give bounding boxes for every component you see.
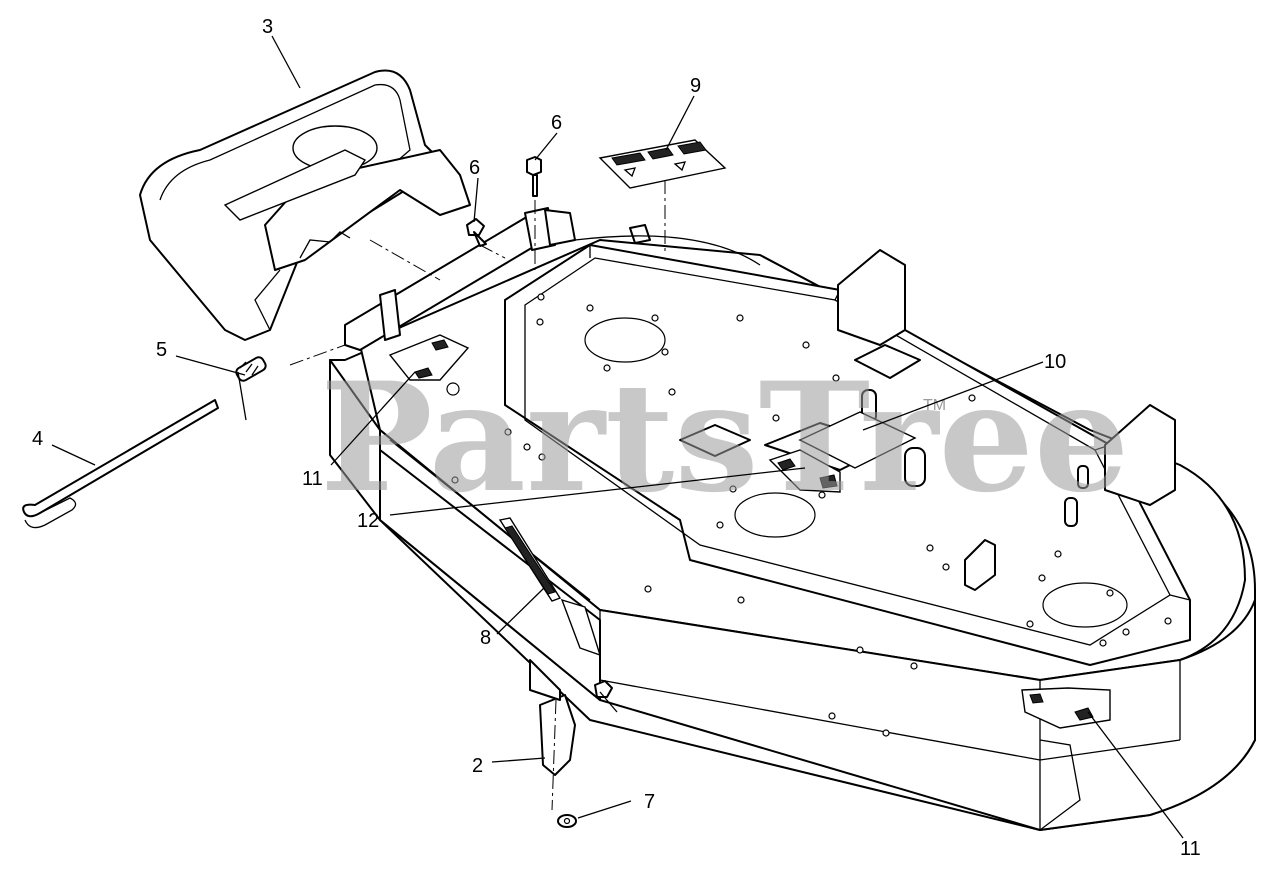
callout-9: 9	[690, 75, 701, 97]
grease-fitting-post	[904, 447, 926, 487]
deck-holes	[451, 293, 1172, 737]
callout-8: 8	[480, 627, 491, 649]
part-7-nut	[594, 680, 613, 698]
baffle-and-hardware	[529, 659, 613, 828]
watermark: PartsTree TM	[320, 350, 1129, 526]
brand-logo-badge	[223, 149, 367, 221]
mounting-plate	[854, 344, 921, 379]
watermark-text: PartsTree	[320, 350, 1129, 526]
callout-6b: 6	[469, 157, 480, 179]
chute-rod	[22, 399, 219, 529]
callout-4: 4	[32, 428, 43, 450]
discharge-chute	[139, 69, 471, 341]
mounting-plate	[679, 424, 751, 457]
discharge-pivot-rail	[344, 207, 761, 351]
callout-12: 12	[357, 510, 379, 532]
assembly-lines	[289, 180, 666, 811]
right-bracket	[1104, 404, 1176, 506]
part-2-bracket	[539, 694, 576, 776]
decal-10	[798, 411, 917, 469]
callout-2: 2	[472, 755, 483, 777]
decals	[388, 139, 1111, 729]
idler-post	[1064, 497, 1078, 527]
callout-6a: 6	[551, 112, 562, 134]
torsion-spring	[235, 356, 267, 421]
spindle-opening-right	[1042, 582, 1128, 628]
callout-11a: 11	[302, 468, 323, 490]
callout-5: 5	[156, 339, 167, 361]
rear-bracket	[837, 249, 906, 346]
idler-post	[1077, 465, 1089, 489]
spindle-opening-center	[734, 492, 816, 538]
callout-7: 7	[644, 791, 655, 813]
deck-size-decal	[560, 598, 602, 657]
spindle-opening-left	[584, 317, 666, 363]
callout-labels: 3 9 6 6 5 4 11 10 12 8 2 7 11	[32, 16, 1201, 860]
callout-11b: 11	[1180, 838, 1201, 860]
callout-leaders	[51, 35, 1184, 839]
small-bracket	[964, 539, 996, 591]
callout-10: 10	[1044, 351, 1066, 373]
decal-11-left	[388, 334, 470, 381]
callout-3: 3	[262, 16, 273, 38]
